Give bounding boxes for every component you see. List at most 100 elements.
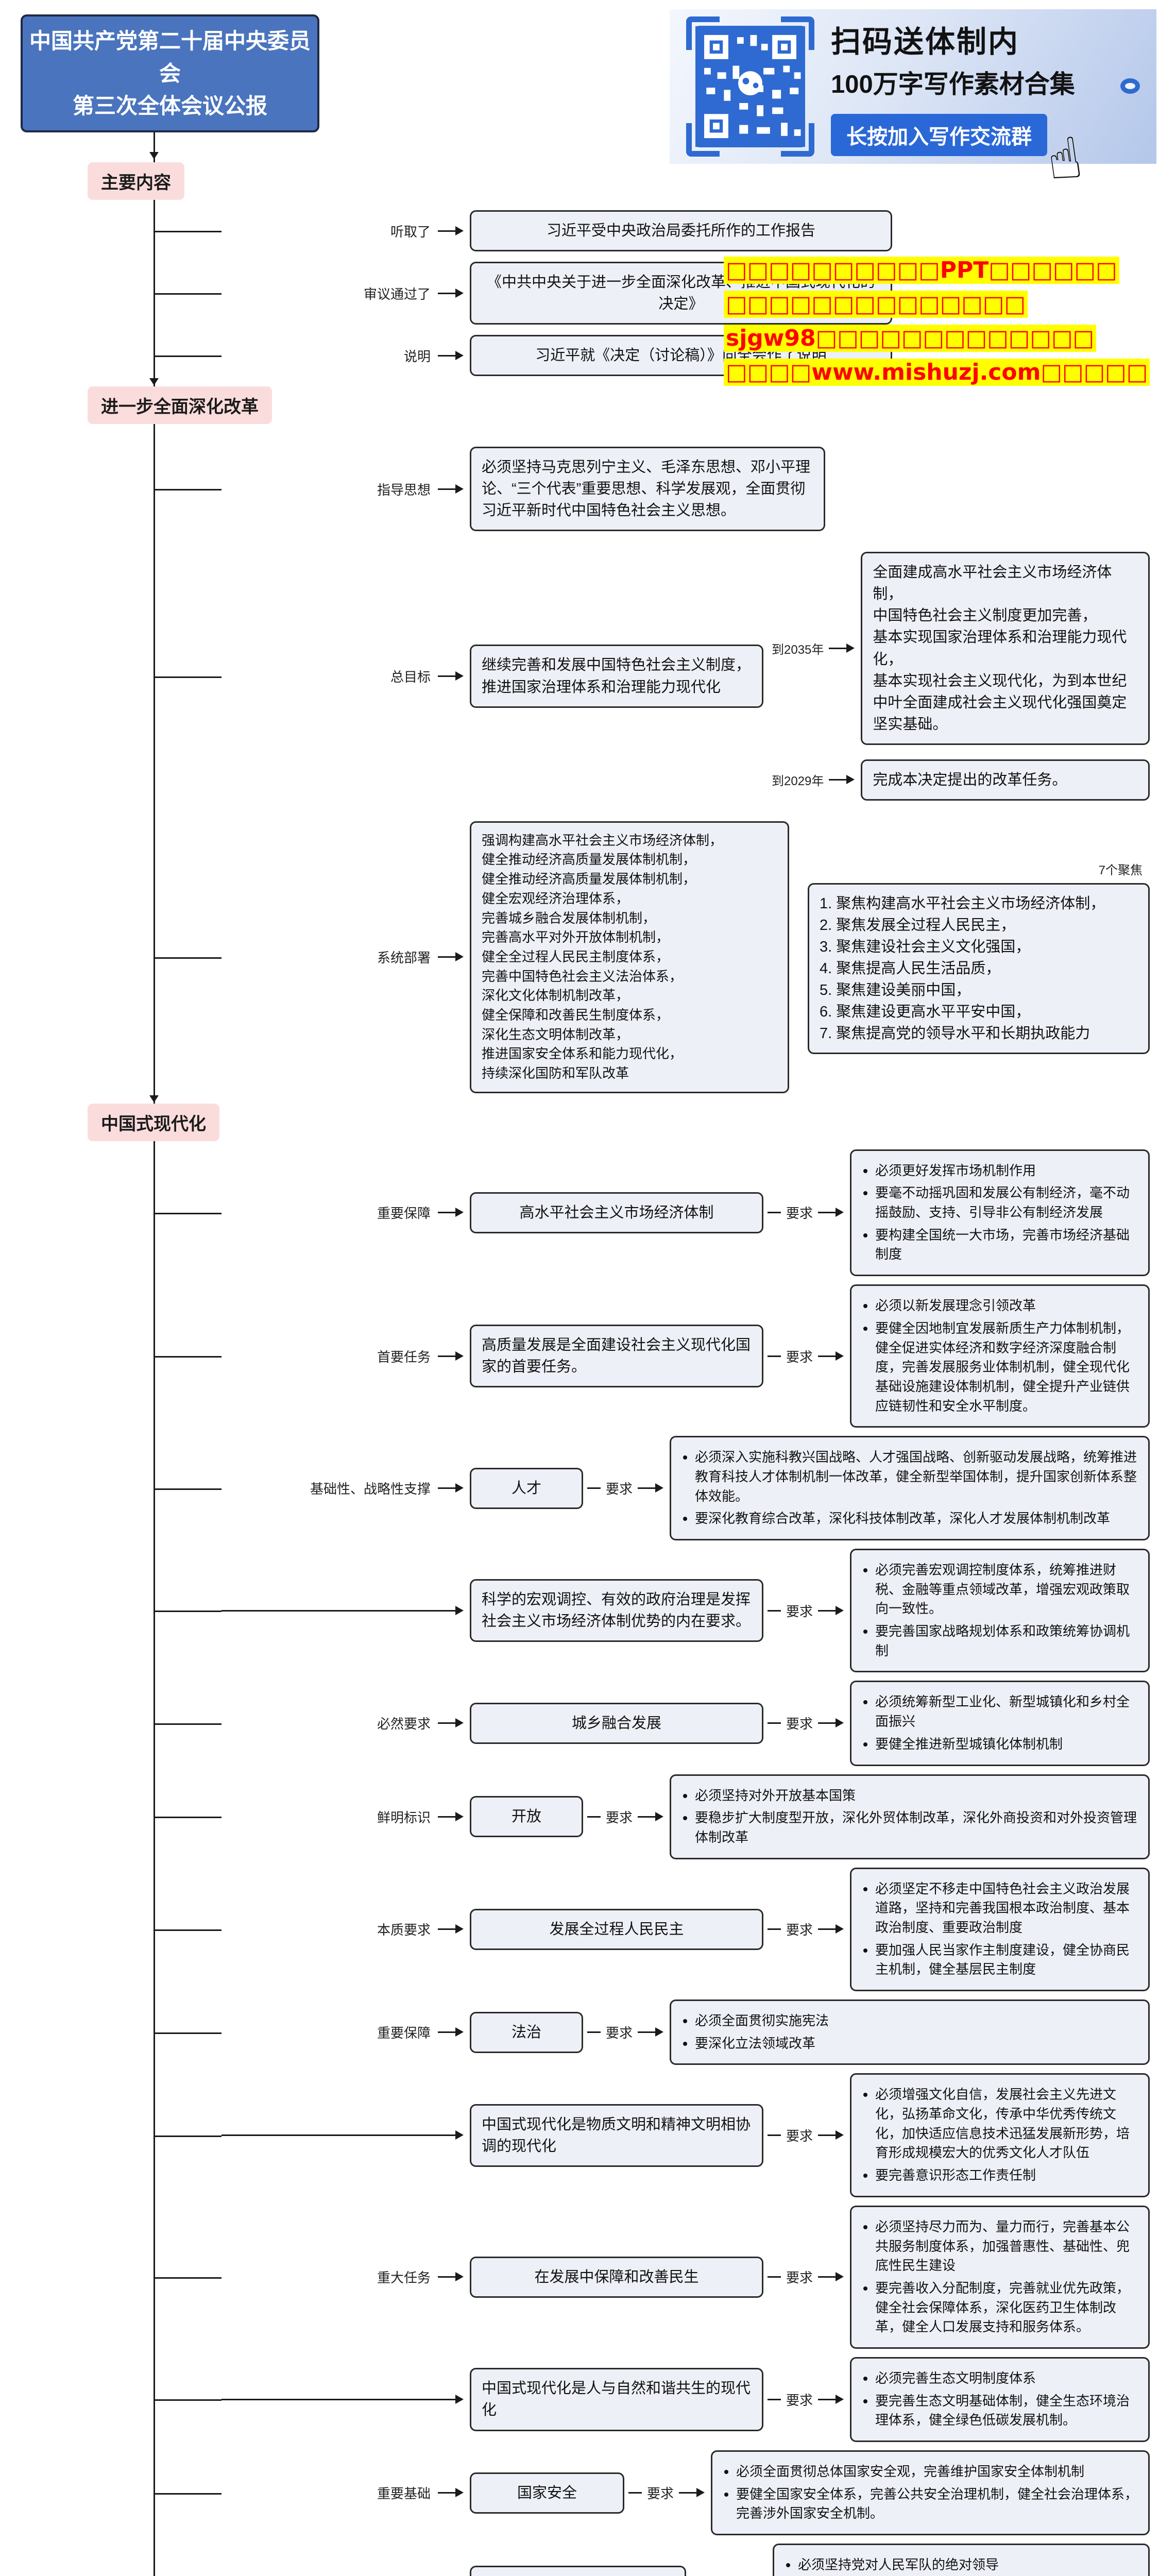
requirement-label: 要求 bbox=[786, 2392, 813, 2408]
requirement-label: 要求 bbox=[606, 1809, 633, 1825]
row-systematic-deployment: 系统部署 强调构建高水平社会主义市场经济体制， 健全推动经济高质量发展体制机制，… bbox=[155, 821, 1150, 1093]
banner-text: 扫码送体制内 100万字写作素材合集 长按加入写作交流群 ☝ bbox=[831, 18, 1143, 193]
connector-dash bbox=[587, 1816, 601, 1818]
qr-code[interactable] bbox=[695, 26, 805, 147]
connector-dash bbox=[768, 2276, 781, 2278]
row-label: 本质要求 bbox=[377, 1922, 431, 1938]
row-label: 审议通过了 bbox=[363, 286, 431, 302]
bullet-item: 要完善收入分配制度，完善就业优先政策，健全社会保障体系，深化医药卫生体制改革，健… bbox=[875, 2279, 1139, 2337]
market-economy-box: 高水平社会主义市场经济体制 bbox=[470, 1192, 763, 1233]
row-heard: 听取了 习近平受中央政治局委托所作的工作报告 bbox=[155, 210, 1150, 252]
ad-line: □□□□□□□□□□PPT□□□□□□ bbox=[724, 253, 1151, 287]
livelihood-bullets: 必须坚持尽力而为、量力而行，完善基本公共服务制度体系，加强普惠性、基础性、兜底性… bbox=[850, 2205, 1150, 2349]
connector-dash bbox=[768, 1212, 781, 1214]
arrow-icon bbox=[638, 1811, 664, 1821]
row-label: 重要基础 bbox=[377, 2486, 431, 2502]
arrow-icon bbox=[438, 226, 464, 235]
bullet-item: 要完善国家战略规划体系和政策统筹协调机制 bbox=[875, 1622, 1139, 1660]
requirement-label: 要求 bbox=[786, 1716, 813, 1732]
macro-regulation-box: 科学的宏观调控、有效的政府治理是发挥社会主义市场经济体制优势的内在要求。 bbox=[470, 1579, 763, 1642]
bullet-item: 必须更好发挥市场机制作用 bbox=[875, 1161, 1139, 1181]
ad-line: □□□□□□□□□□□□□□ bbox=[724, 287, 1151, 321]
talent-bullets: 必须深入实施科教兴国战略、人才强国战略、创新驱动发展战略，统筹推进教育科技人才体… bbox=[670, 1436, 1150, 1540]
bullet-item: 要加强人民当家作主制度建设，健全协商民主机制，健全基层民主制度 bbox=[875, 1941, 1139, 1979]
row-label: 总目标 bbox=[390, 669, 431, 685]
overall-goal-box: 继续完善和发展中国特色社会主义制度，推进国家治理体系和治理能力现代化 bbox=[470, 645, 763, 708]
join-group-button[interactable]: 长按加入写作交流群 bbox=[831, 113, 1047, 156]
connector-dash bbox=[768, 2134, 781, 2137]
row-peoples-democracy: 本质要求 发展全过程人民民主 要求 必须坚定不移走中国特色社会主义政治发展道路，… bbox=[155, 1867, 1150, 1991]
milestone-label: 到2029年 bbox=[772, 774, 824, 789]
node-modernization: 中国式现代化 bbox=[88, 1095, 219, 1141]
row-label: 必然要求 bbox=[377, 1716, 431, 1732]
ad-text-block: □□□□□□□□□□PPT□□□□□□ □□□□□□□□□□□□□□ sjgw9… bbox=[724, 253, 1151, 389]
defense-military-bullets: 必须坚持党对人民军队的绝对领导要完善人民军队领导管理体制机制，深化联合作战体系改… bbox=[773, 2544, 1150, 2576]
macro-regulation-bullets: 必须完善宏观调控制度体系，统筹推进财税、金融等重点领域改革，增强宏观政策取向一致… bbox=[850, 1549, 1150, 1673]
row-material-spiritual: 中国式现代化是物质文明和精神文明相协调的现代化 要求 必须增强文化自信，发展社会… bbox=[155, 2073, 1150, 2197]
row-talent: 基础性、战略性支撑 人才 要求 必须深入实施科教兴国战略、人才强国战略、创新驱动… bbox=[155, 1436, 1150, 1540]
peoples-democracy-box: 发展全过程人民民主 bbox=[470, 1908, 763, 1950]
row-label: 重大任务 bbox=[377, 2270, 431, 2286]
national-security-bullets: 必须全面贯彻总体国家安全观，完善维护国家安全体制机制要健全国家安全体系，完善公共… bbox=[711, 2450, 1150, 2536]
requirement-label: 要求 bbox=[786, 2128, 813, 2144]
bullet-item: 必须深入实施科教兴国战略、人才强国战略、创新驱动发展战略，统筹推进教育科技人才体… bbox=[695, 1448, 1139, 1506]
arrow-icon bbox=[818, 1718, 844, 1728]
row-high-quality-development: 首要任务 高质量发展是全面建设社会主义现代化国家的首要任务。 要求 必须以新发展… bbox=[155, 1284, 1150, 1428]
connector-dash bbox=[768, 1355, 781, 1357]
qr-corner-icon bbox=[686, 16, 720, 50]
high-quality-development-box: 高质量发展是全面建设社会主义现代化国家的首要任务。 bbox=[470, 1325, 763, 1388]
modernization-rows: 重要保障 高水平社会主义市场经济体制 要求 必须更好发挥市场机制作用要毫不动摇巩… bbox=[155, 1149, 1150, 2576]
milestone-label: 到2035年 bbox=[772, 643, 824, 657]
arrow-icon bbox=[438, 952, 464, 962]
arrow-icon bbox=[638, 1483, 664, 1493]
material-spiritual-box: 中国式现代化是物质文明和精神文明相协调的现代化 bbox=[470, 2104, 763, 2167]
milestone-2029: 到2029年 完成本决定提出的改革任务。 bbox=[763, 759, 1150, 801]
row-label: 重要保障 bbox=[377, 2025, 431, 2041]
arrow-icon bbox=[638, 2027, 664, 2037]
bullet-item: 要深化教育综合改革，深化科技体制改革，深化人才发展体制机制改革 bbox=[695, 1509, 1139, 1529]
row-harmony-nature: 中国式现代化是人与自然和谐共生的现代化 要求 必须完善生态文明制度体系要完善生态… bbox=[155, 2357, 1150, 2442]
node-reform: 进一步全面深化改革 bbox=[88, 378, 272, 425]
row-livelihood: 重大任务 在发展中保障和改善民生 要求 必须坚持尽力而为、量力而行，完善基本公共… bbox=[155, 2205, 1150, 2349]
connector-line bbox=[221, 2134, 438, 2137]
requirement-label: 要求 bbox=[606, 2025, 633, 2041]
arrow-icon bbox=[818, 1605, 844, 1615]
requirement-label: 要求 bbox=[786, 1349, 813, 1365]
arrow-icon bbox=[818, 1208, 844, 1217]
row-label: 首要任务 bbox=[377, 1349, 431, 1365]
arrow-icon bbox=[438, 1605, 464, 1615]
qr-frame bbox=[686, 16, 814, 157]
bullet-item: 要健全推进新型城镇化体制机制 bbox=[875, 1735, 1139, 1754]
connector-dash bbox=[587, 2031, 601, 2033]
row-national-security: 重要基础 国家安全 要求 必须全面贯彻总体国家安全观，完善维护国家安全体制机制要… bbox=[155, 2450, 1150, 2536]
arrow-icon bbox=[818, 2272, 844, 2282]
row-label: 重要保障 bbox=[377, 1206, 431, 1222]
qr-corner-icon bbox=[686, 123, 720, 157]
bullet-item: 必须完善生态文明制度体系 bbox=[875, 2369, 1139, 2388]
requirement-label: 要求 bbox=[786, 2270, 813, 2286]
market-economy-bullets: 必须更好发挥市场机制作用要毫不动摇巩固和发展公有制经济，毫不动摇鼓励、支持、引导… bbox=[850, 1149, 1150, 1277]
tree-spine-line bbox=[154, 155, 155, 2576]
row-label: 听取了 bbox=[390, 224, 431, 240]
bullet-item: 要健全因地制宜发展新质生产力体制机制，健全促进实体经济和数字经济深度融合制度，完… bbox=[875, 1319, 1139, 1416]
opening-up-box: 开放 bbox=[470, 1796, 583, 1838]
connector-dash bbox=[768, 1928, 781, 1930]
milestone-2035-box: 全面建成高水平社会主义市场经济体制， 中国特色社会主义制度更加完善， 基本实现国… bbox=[861, 552, 1150, 745]
harmony-nature-box: 中国式现代化是人与自然和谐共生的现代化 bbox=[470, 2368, 763, 2431]
connector-line bbox=[221, 1609, 438, 1612]
promo-banner: 扫码送体制内 100万字写作素材合集 长按加入写作交流群 ☝ bbox=[670, 9, 1156, 193]
bullet-item: 要构建全国统一大市场，完善市场经济基础制度 bbox=[875, 1226, 1139, 1264]
bullet-item: 必须坚持党对人民军队的绝对领导 bbox=[798, 2555, 1139, 2575]
seven-focus-column: 7个聚焦 1. 聚焦构建高水平社会主义市场经济体制， 2. 聚焦发展全过程人民民… bbox=[789, 860, 1150, 1055]
bullet-item: 要完善生态文明基础体制，健全生态环境治理体系，健全绿色低碳发展机制。 bbox=[875, 2392, 1139, 2430]
row-label: 指导思想 bbox=[377, 482, 431, 498]
bullet-item: 要稳步扩大制度型开放，深化外贸体制改革，深化外商投资和对外投资管理体制改革 bbox=[695, 1808, 1139, 1847]
arrow-icon bbox=[438, 2394, 464, 2404]
milestone-2029-box: 完成本决定提出的改革任务。 bbox=[861, 759, 1150, 801]
goal-milestones: 到2035年 全面建成高水平社会主义市场经济体制， 中国特色社会主义制度更加完善… bbox=[763, 552, 1150, 801]
row-label: 鲜明标识 bbox=[377, 1809, 431, 1825]
arrow-icon bbox=[438, 484, 464, 494]
guiding-ideology-box: 必须坚持马克思列宁主义、毛泽东思想、邓小平理论、“三个代表”重要思想、科学发展观… bbox=[470, 447, 825, 532]
arrow-icon bbox=[438, 1924, 464, 1934]
